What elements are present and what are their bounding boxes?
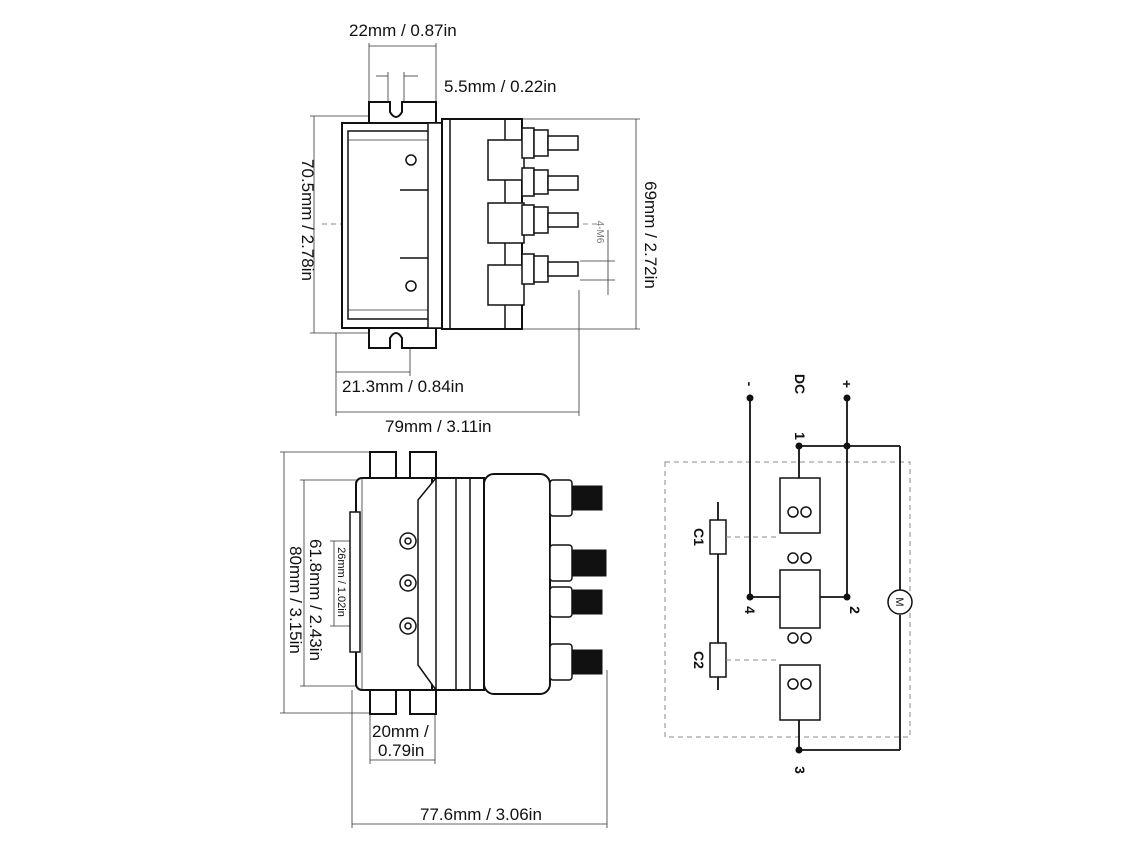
dim-foot-width-line2: 0.79in xyxy=(378,741,424,760)
dim-height-left: 70.5mm / 2.78in xyxy=(298,159,317,281)
side-view-drawing xyxy=(280,451,608,828)
terminal-3-label: 3 xyxy=(792,766,808,774)
terminal-minus: - xyxy=(742,382,758,387)
dim-total-height: 80mm / 3.15in xyxy=(286,546,305,654)
terminal-1-label: 1 xyxy=(792,432,808,440)
thread-label: 4-M6 xyxy=(594,221,605,244)
wiring-schematic xyxy=(664,394,913,754)
terminal-plus: + xyxy=(839,380,855,388)
top-view-drawing xyxy=(310,43,640,416)
dim-terminal-spacing: 26mm / 1.02in xyxy=(335,547,347,617)
dim-length-top: 79mm / 3.11in xyxy=(385,417,491,436)
dim-foot-width-line1: 20mm / xyxy=(372,722,429,741)
coil-c2-label: C2 xyxy=(691,651,707,669)
terminal-2-label: 2 xyxy=(847,606,863,614)
terminal-4-label: 4 xyxy=(742,606,758,614)
dim-width-top: 22mm / 0.87in xyxy=(349,21,457,40)
dim-offset: 21.3mm / 0.84in xyxy=(342,377,464,396)
terminal-studs xyxy=(487,127,579,306)
motor-icon xyxy=(887,589,913,615)
dim-slot-width: 5.5mm / 0.22in xyxy=(444,77,556,96)
dim-height-right: 69mm / 2.72in xyxy=(641,181,660,289)
dim-length-side: 77.6mm / 3.06in xyxy=(420,805,542,824)
dim-mount-height: 61.8mm / 2.43in xyxy=(306,539,325,661)
coil-c1-label: C1 xyxy=(691,528,707,546)
dc-label: DC xyxy=(792,374,808,394)
motor-label: M xyxy=(893,597,905,606)
